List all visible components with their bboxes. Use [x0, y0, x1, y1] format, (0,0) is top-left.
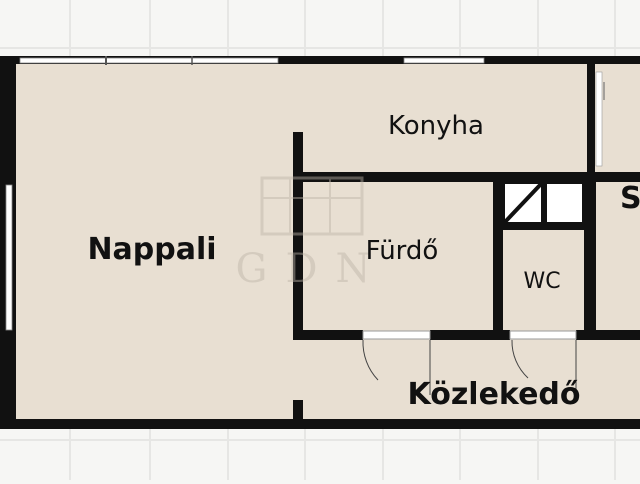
doors [362, 330, 577, 395]
watermark-logo: GDN [235, 176, 388, 292]
watermark-text: GDN [235, 246, 388, 292]
interior-walls [293, 64, 640, 420]
floor-area [10, 60, 640, 425]
label-konyha: Konyha [388, 111, 484, 141]
top-windows [19, 56, 485, 65]
left-window [5, 184, 13, 331]
label-cut-room: S [620, 181, 640, 216]
label-kozlekedo: Közlekedő [408, 377, 581, 412]
kitchen-window [595, 71, 603, 167]
label-furdo: Fürdő [366, 236, 439, 266]
shaft [501, 180, 586, 230]
label-nappali: Nappali [87, 232, 216, 267]
label-wc: WC [523, 269, 560, 294]
